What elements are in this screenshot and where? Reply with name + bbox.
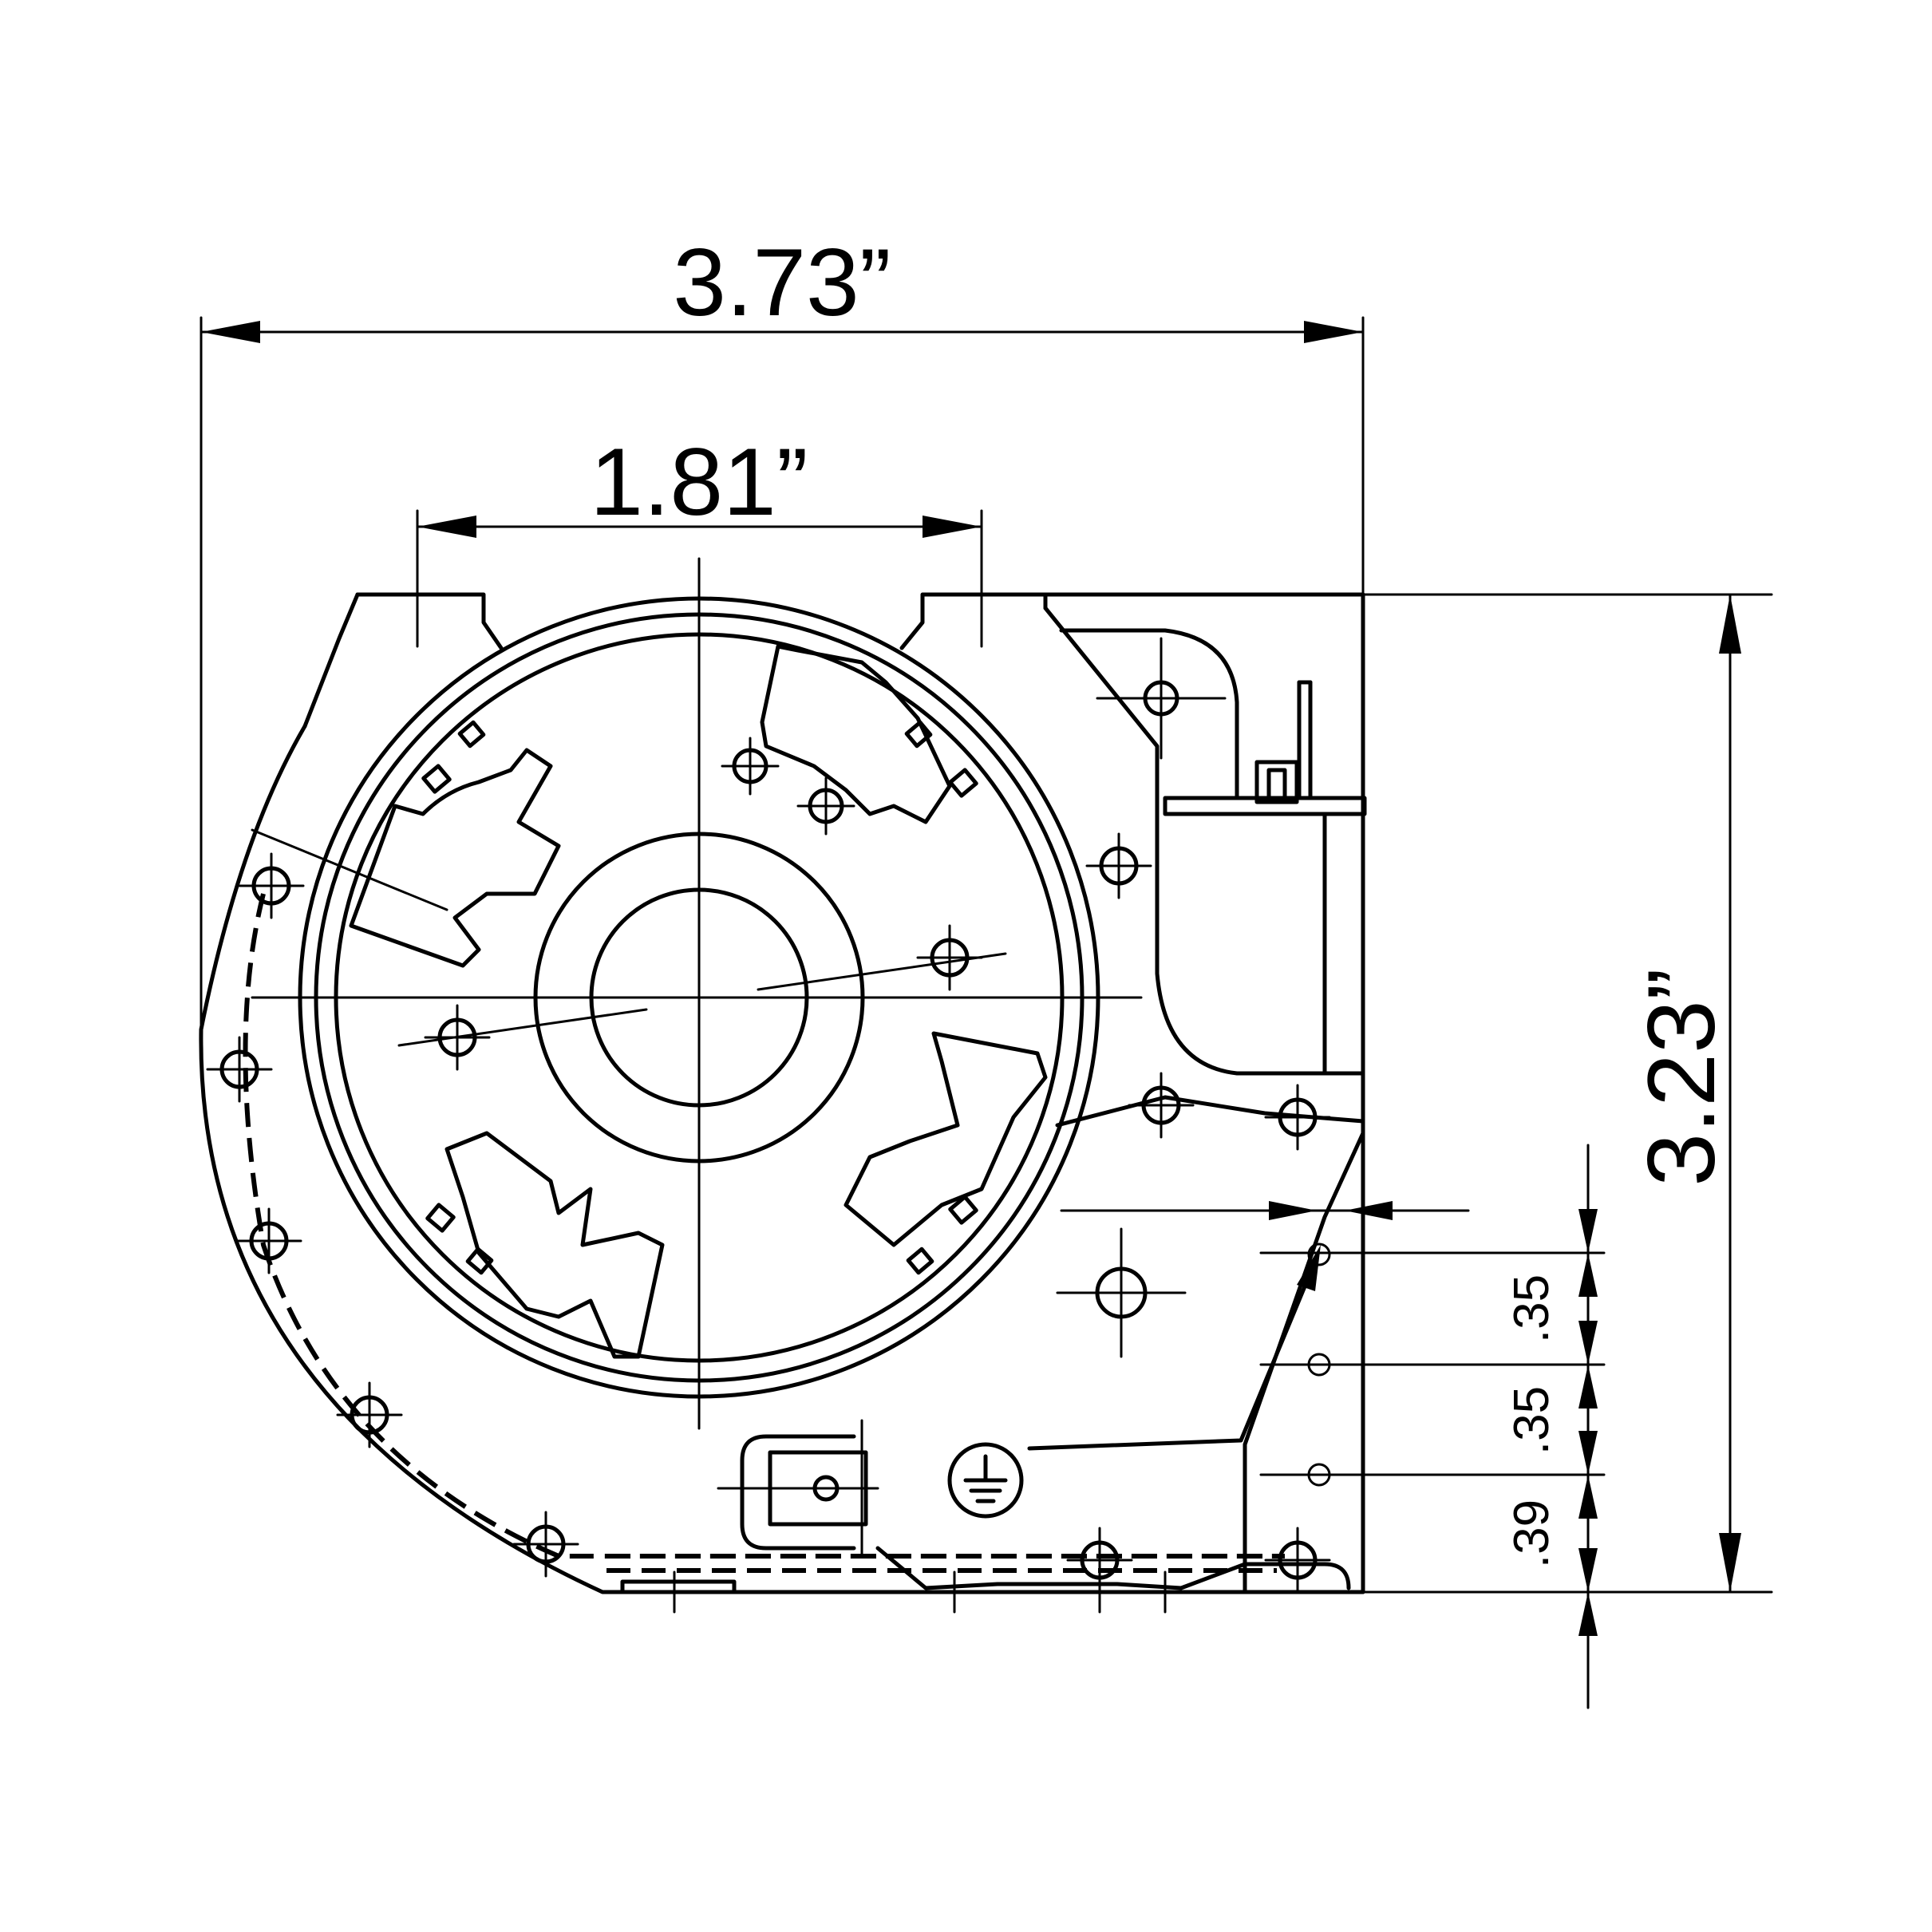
- stator-lug-top-right: [760, 644, 952, 824]
- outlet-inner-wall: [1043, 606, 1365, 1076]
- base-plate: [606, 1546, 1351, 1614]
- right-mounting-flange: [899, 592, 1048, 650]
- flange-span-dimension: 1.81”: [416, 429, 983, 648]
- hole-5: [512, 1511, 579, 1578]
- mounting-holes: [206, 637, 1331, 1614]
- stator-lug-bottom-right: [844, 1031, 1048, 1247]
- hole-3: [235, 1207, 302, 1274]
- hole-14: [1056, 1227, 1187, 1358]
- hole-17: [1307, 1463, 1331, 1487]
- hole-18: [1264, 1527, 1331, 1594]
- hole-4: [336, 1381, 403, 1448]
- hole-9: [796, 776, 855, 836]
- left-mounting-flange: [355, 592, 504, 650]
- hole-7: [916, 924, 983, 991]
- overall-height-dimension: 3.23”: [1044, 593, 1773, 1594]
- hole-15: [1307, 1243, 1331, 1266]
- terminal-block: [1163, 680, 1367, 1076]
- hole-13: [1264, 1084, 1331, 1151]
- outlet-gap-dimension: [1060, 1201, 1470, 1220]
- ground-symbol-icon: [947, 1442, 1024, 1519]
- overall-width-label: 3.73”: [673, 229, 891, 336]
- hole-8: [721, 737, 780, 796]
- stator-lug-top-left: [349, 748, 561, 968]
- hole-pattern-dimensions: .35 .35 .39: [1259, 1144, 1606, 1709]
- motor-assembly: [251, 557, 1143, 1430]
- overall-width-dimension: 3.73”: [200, 229, 1365, 1590]
- hole-10: [1096, 637, 1227, 760]
- hole-2: [206, 1036, 273, 1103]
- hole-11: [1085, 832, 1152, 899]
- spade-terminal: [717, 1419, 879, 1558]
- hole-16: [1307, 1353, 1331, 1377]
- hole-offset-label: .39: [1504, 1499, 1559, 1568]
- hole-6: [424, 1004, 491, 1071]
- ground-lead-wire: [1027, 1274, 1311, 1451]
- hole-spacing-2-label: .35: [1504, 1386, 1559, 1455]
- scroll-inner-dashed: [243, 893, 1285, 1559]
- stator-lug-bottom-left: [444, 1131, 665, 1359]
- flange-span-label: 1.81”: [590, 429, 808, 535]
- hole-12: [1128, 1072, 1195, 1139]
- overall-height-label: 3.23”: [1628, 968, 1735, 1187]
- outlet-flange-edge: [1243, 1131, 1365, 1594]
- hole-1: [238, 852, 305, 919]
- hole-spacing-1-label: .35: [1504, 1274, 1559, 1343]
